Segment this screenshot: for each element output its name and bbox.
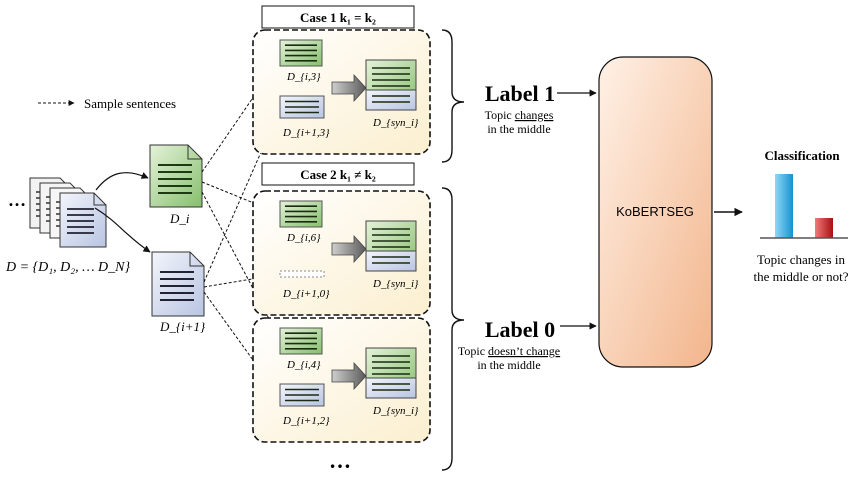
model-box: KoBERTSEG — [598, 56, 713, 368]
arrow-collection-to-di — [95, 172, 149, 191]
sample-doc-bottom — [279, 383, 325, 407]
brace-label1 — [441, 29, 465, 163]
model-name: KoBERTSEG — [616, 204, 694, 219]
more-cases-ellipsis: … — [329, 448, 351, 473]
case2-title-box: Case 2 k₁ ≠ k₂ — [261, 162, 415, 186]
classification-bars — [775, 174, 833, 238]
classification-title: Classification — [764, 148, 840, 163]
doc-di1 — [151, 251, 205, 317]
label0-group: Label 0 Topic doesn’t change in the midd… — [458, 317, 560, 372]
merge-arrow — [331, 234, 367, 264]
sample-label-top: D_{i,6} — [286, 232, 321, 244]
sample-doc-bottom — [279, 95, 325, 119]
case2-title: Case 2 k₁ ≠ k₂ — [300, 167, 376, 182]
sample-arrow-1 — [201, 63, 277, 173]
synthetic-doc-label: D_{syn_i} — [372, 278, 419, 290]
case-panels: D_{i,3} D_{i+1,3} D_{syn_i} D_{i,6} D_{i+1,0… — [252, 29, 431, 443]
classification-caption-line1: Topic changes in — [757, 252, 845, 267]
case1-title-box: Case 1 k₁ = k₂ — [261, 5, 415, 29]
arrow-collection-to-di1 — [94, 207, 151, 253]
case1-panel: D_{i,3} D_{i+1,3} D_{syn_i} — [252, 29, 431, 155]
label1-title: Label 1 — [485, 81, 555, 106]
doc-di1-label: D_{i+1} — [159, 319, 206, 334]
classification-panel: Classification Topic changes in the midd… — [754, 148, 849, 284]
label1-group: Label 1 Topic changes in the middle — [485, 81, 556, 136]
synthetic-doc — [365, 220, 417, 272]
sample-label-top: D_{i,3} — [286, 71, 321, 83]
synthetic-doc — [365, 347, 417, 399]
case1-title: Case 1 k₁ = k₂ — [300, 10, 376, 25]
sample-label-top: D_{i,4} — [286, 359, 321, 371]
legend: Sample sentences — [38, 96, 176, 111]
case2a-panel: D_{i,6} D_{i+1,0} D_{syn_i} — [252, 190, 431, 316]
legend-label: Sample sentences — [84, 96, 176, 111]
sample-doc-bottom-empty — [279, 270, 325, 278]
label0-line1: Topic doesn’t change — [458, 344, 560, 358]
label1-line2: in the middle — [487, 122, 550, 136]
bar-topic-changes — [775, 174, 793, 238]
collection-formula: D = {D₁, D₂, … D_N} — [5, 260, 131, 275]
sample-label-bottom: D_{i+1,2} — [282, 415, 330, 427]
sample-doc-top — [279, 39, 323, 67]
sample-doc-top — [279, 327, 323, 355]
classification-caption-line2: the middle or not? — [754, 269, 849, 284]
merge-arrow — [331, 361, 367, 391]
collection-ellipsis: … — [8, 190, 26, 210]
doc-di — [149, 144, 203, 208]
document-collection: … D = {D₁, D₂, … D_N} — [5, 177, 131, 275]
sample-label-bottom: D_{i+1,0} — [282, 288, 330, 300]
label1-line1: Topic changes — [485, 108, 554, 122]
bar-no-change — [815, 218, 833, 238]
merge-arrow — [331, 73, 367, 103]
synthetic-doc-label: D_{syn_i} — [372, 405, 419, 417]
stack-doc-4 — [59, 192, 107, 248]
sample-label-bottom: D_{i+1,3} — [282, 127, 330, 139]
synthetic-doc-label: D_{syn_i} — [372, 117, 419, 129]
sample-doc-top — [279, 200, 323, 228]
doc-di-label: D_i — [169, 211, 190, 226]
label0-title: Label 0 — [485, 317, 555, 342]
brace-label0 — [441, 187, 465, 471]
case2b-panel: D_{i,4} D_{i+1,2} D_{syn_i} — [252, 317, 431, 443]
synthetic-doc — [365, 59, 417, 111]
label0-line2: in the middle — [477, 358, 540, 372]
